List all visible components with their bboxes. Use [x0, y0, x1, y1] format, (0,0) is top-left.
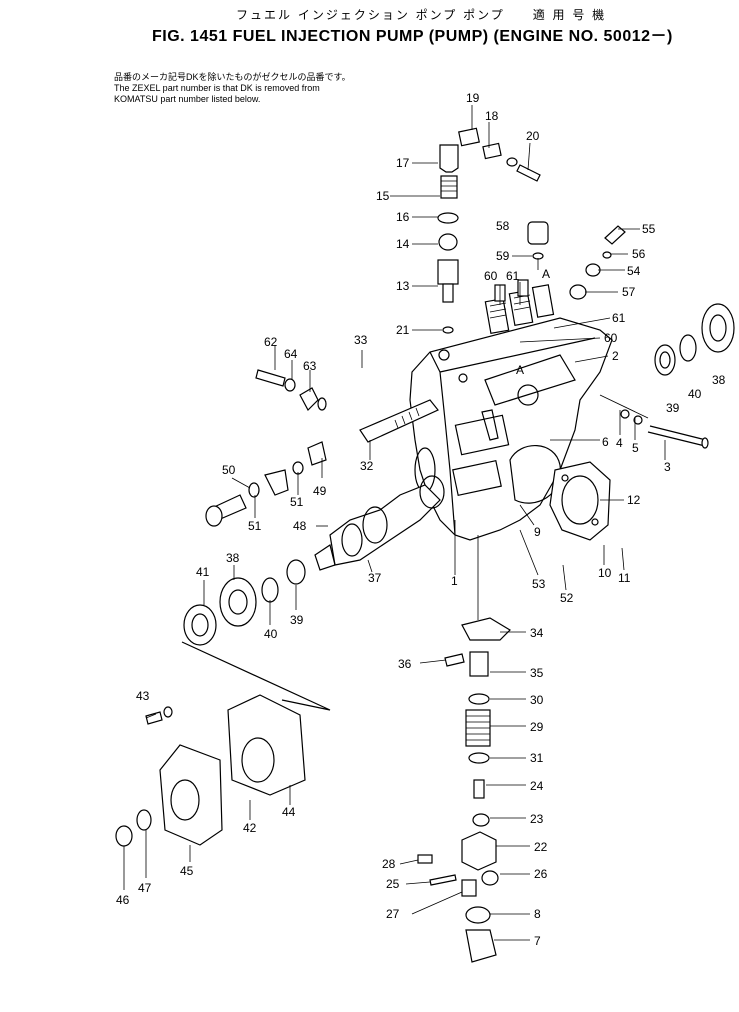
callout-54: 54 [627, 264, 641, 278]
callout-40-right: 40 [688, 387, 702, 401]
callout-38-right: 38 [712, 373, 726, 387]
callout-56: 56 [632, 247, 646, 261]
callout-19: 19 [466, 91, 480, 105]
callout-52: 52 [560, 591, 574, 605]
callout-47: 47 [138, 881, 152, 895]
callout-53: 53 [532, 577, 546, 591]
upper-component-stack [437, 127, 626, 334]
callout-37: 37 [368, 571, 382, 585]
callout-23: 23 [530, 812, 544, 826]
callout-18: 18 [485, 109, 499, 123]
callout-6: 6 [602, 435, 609, 449]
callout-35: 35 [530, 666, 544, 680]
callout-20: 20 [526, 129, 540, 143]
callout-43: 43 [136, 689, 150, 703]
callout-58: 58 [496, 219, 510, 233]
callout-49: 49 [313, 484, 327, 498]
callout-16: 16 [396, 210, 410, 224]
part-number-note: 品番のメーカ記号DKを除いたものがゼクセルの品番です。 The ZEXEL pa… [114, 72, 351, 105]
callout-62: 62 [264, 335, 278, 349]
callout-28: 28 [382, 857, 396, 871]
callout-17: 17 [396, 156, 410, 170]
japanese-title: フュエル インジェクション ポンプ ポンプ 適 用 号 機 [236, 8, 607, 22]
control-rack [359, 399, 439, 443]
callout-4: 4 [616, 436, 623, 450]
callout-32: 32 [360, 459, 374, 473]
callout-61-top: 61 [506, 269, 520, 283]
callout-38-left: 38 [226, 551, 240, 565]
callout-31: 31 [530, 751, 544, 765]
callout-44: 44 [282, 805, 296, 819]
callout-15: 15 [376, 189, 390, 203]
callout-8: 8 [534, 907, 541, 921]
callout-30: 30 [530, 693, 544, 707]
right-bearing-set [620, 303, 735, 449]
pump-housing [409, 317, 613, 541]
callout-3: 3 [664, 460, 671, 474]
callout-13: 13 [396, 279, 410, 293]
callout-12: 12 [627, 493, 641, 507]
note-line-japanese: 品番のメーカ記号DKを除いたものがゼクセルの品番です。 [114, 72, 351, 82]
callout-60-right: 60 [604, 331, 618, 345]
callout-22: 22 [534, 840, 548, 854]
left-fittings [205, 369, 327, 527]
figure-title: FIG. 1451 FUEL INJECTION PUMP (PUMP) (EN… [152, 28, 673, 45]
callout-51-right: 51 [290, 495, 304, 509]
callout-27: 27 [386, 907, 400, 921]
callout-64: 64 [284, 347, 298, 361]
callout-40-left: 40 [264, 627, 278, 641]
callout-10: 10 [598, 566, 612, 580]
callout-1: 1 [451, 574, 458, 588]
callout-labels: 19 18 20 17 15 16 14 13 21 58 59 A 55 56… [116, 91, 726, 948]
governor-cover-group [115, 641, 331, 847]
callout-50: 50 [222, 463, 236, 477]
callout-9: 9 [534, 525, 541, 539]
callout-25: 25 [386, 877, 400, 891]
callout-63: 63 [303, 359, 317, 373]
callout-61-right: 61 [612, 311, 626, 325]
callout-5: 5 [632, 441, 639, 455]
callout-60-top: 60 [484, 269, 498, 283]
callout-29: 29 [530, 720, 544, 734]
callout-57: 57 [622, 285, 636, 299]
callout-21: 21 [396, 323, 410, 337]
leader-lines [123, 105, 666, 941]
flange-plate [549, 461, 611, 541]
callout-42: 42 [243, 821, 257, 835]
callout-59: 59 [496, 249, 510, 263]
callout-7: 7 [534, 934, 541, 948]
callout-a-top: A [542, 267, 550, 281]
callout-a-mid: A [516, 363, 524, 377]
callout-46: 46 [116, 893, 130, 907]
lower-left-bearings [183, 559, 306, 646]
callout-39-left: 39 [290, 613, 304, 627]
callout-14: 14 [396, 237, 410, 251]
callout-24: 24 [530, 779, 544, 793]
note-line-english-1: The ZEXEL part number is that DK is remo… [114, 83, 320, 93]
callout-48: 48 [293, 519, 307, 533]
camshaft [314, 475, 445, 571]
callout-11: 11 [618, 571, 631, 585]
callout-41: 41 [196, 565, 210, 579]
callout-55: 55 [642, 222, 656, 236]
callout-39-right: 39 [666, 401, 680, 415]
lower-plunger-stack [417, 617, 511, 963]
callout-26: 26 [534, 867, 548, 881]
callout-2: 2 [612, 349, 619, 363]
callout-33: 33 [354, 333, 368, 347]
delivery-valve-holders [484, 279, 555, 335]
note-line-english-2: KOMATSU part number listed below. [114, 94, 261, 104]
callout-36: 36 [398, 657, 412, 671]
callout-45: 45 [180, 864, 194, 878]
callout-51-left: 51 [248, 519, 262, 533]
callout-34: 34 [530, 626, 544, 640]
